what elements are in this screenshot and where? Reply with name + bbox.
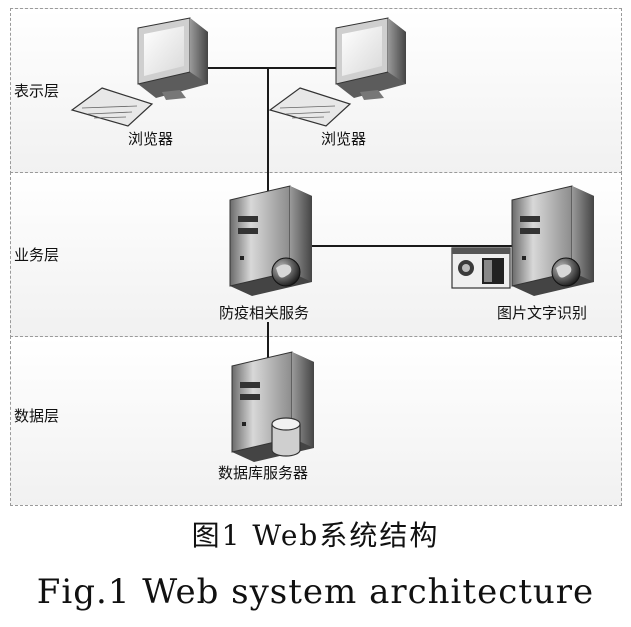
monitor-keyboard-icon	[70, 17, 208, 127]
db-server-label: 数据库服务器	[218, 464, 309, 482]
monitor-keyboard-icon	[268, 17, 406, 127]
figure-caption-english: Fig.1 Web system architecture	[36, 572, 595, 612]
presentation-layer-label: 表示层	[14, 82, 60, 100]
browser-right-label: 浏览器	[321, 130, 367, 148]
figure-caption-chinese: 图1 Web系统结构	[191, 519, 440, 552]
epidemic-service-label: 防疫相关服务	[219, 304, 310, 322]
globe-icon	[551, 257, 581, 287]
diagram-graphics	[70, 17, 594, 462]
server-tower-icon	[511, 185, 594, 296]
data-layer-label: 数据层	[14, 407, 60, 425]
image-text-recognition-label: 图片文字识别	[497, 304, 588, 322]
business-layer-label: 业务层	[14, 246, 60, 264]
globe-icon	[271, 257, 301, 287]
browser-left-label: 浏览器	[128, 130, 174, 148]
architecture-diagram: 表示层 业务层 数据层	[10, 8, 622, 506]
server-tower-icon	[229, 185, 312, 296]
database-cylinder-icon	[271, 417, 301, 457]
image-window-icon	[451, 247, 511, 289]
data-layer-band	[10, 336, 622, 506]
